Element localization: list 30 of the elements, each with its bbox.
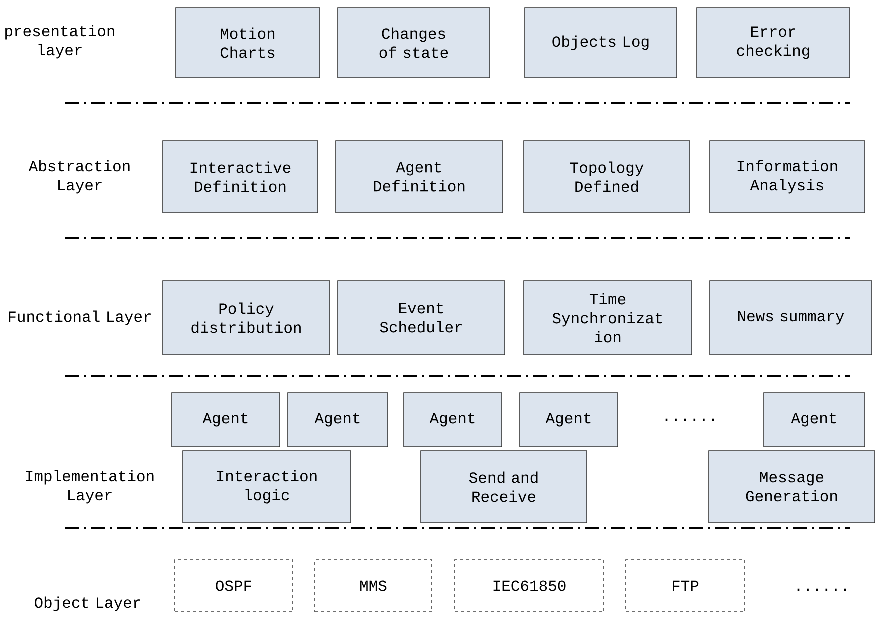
layer-box: Information Analysis: [710, 140, 866, 214]
layer-box: Agent: [520, 392, 618, 448]
layer-box: Agent: [404, 392, 502, 448]
layer-box: Changes of state: [338, 8, 490, 78]
layer-label: Abstraction Layer: [28, 160, 130, 194]
layer-box: Agent: [288, 392, 388, 448]
layer-label: Implementation Layer: [26, 470, 154, 504]
layer-box: Policy distribution: [162, 280, 330, 356]
dashed-box: MMS: [314, 560, 432, 612]
ellipsis: ......: [798, 588, 846, 592]
layer-box: News summary: [710, 280, 872, 356]
layer-box: Interactive Definition: [162, 140, 318, 214]
layer-box: Topology Defined: [524, 140, 690, 214]
dashed-box: OSPF: [174, 560, 294, 612]
layer-box: Event Scheduler: [338, 280, 506, 356]
layer-box: Time Synchronizat ion: [524, 280, 692, 356]
layer-box: Send and Receive: [420, 450, 588, 524]
layer-box: Error checking: [696, 8, 850, 78]
layer-box: Interaction logic: [182, 450, 352, 524]
layer-box: Agent: [764, 392, 866, 448]
dashed-box: FTP: [626, 560, 746, 612]
layer-box: Motion Charts: [176, 8, 320, 78]
layer-box: Agent Definition: [336, 140, 504, 214]
dashed-box: IEC61850: [454, 560, 604, 612]
layer-label: presentation layer: [6, 25, 114, 59]
ellipsis: ......: [666, 418, 714, 422]
layer-label: Object Layer: [35, 596, 140, 612]
layer-box: Objects Log: [524, 8, 678, 78]
layer-box: Agent: [172, 392, 280, 448]
layer-box: Message Generation: [708, 450, 876, 524]
